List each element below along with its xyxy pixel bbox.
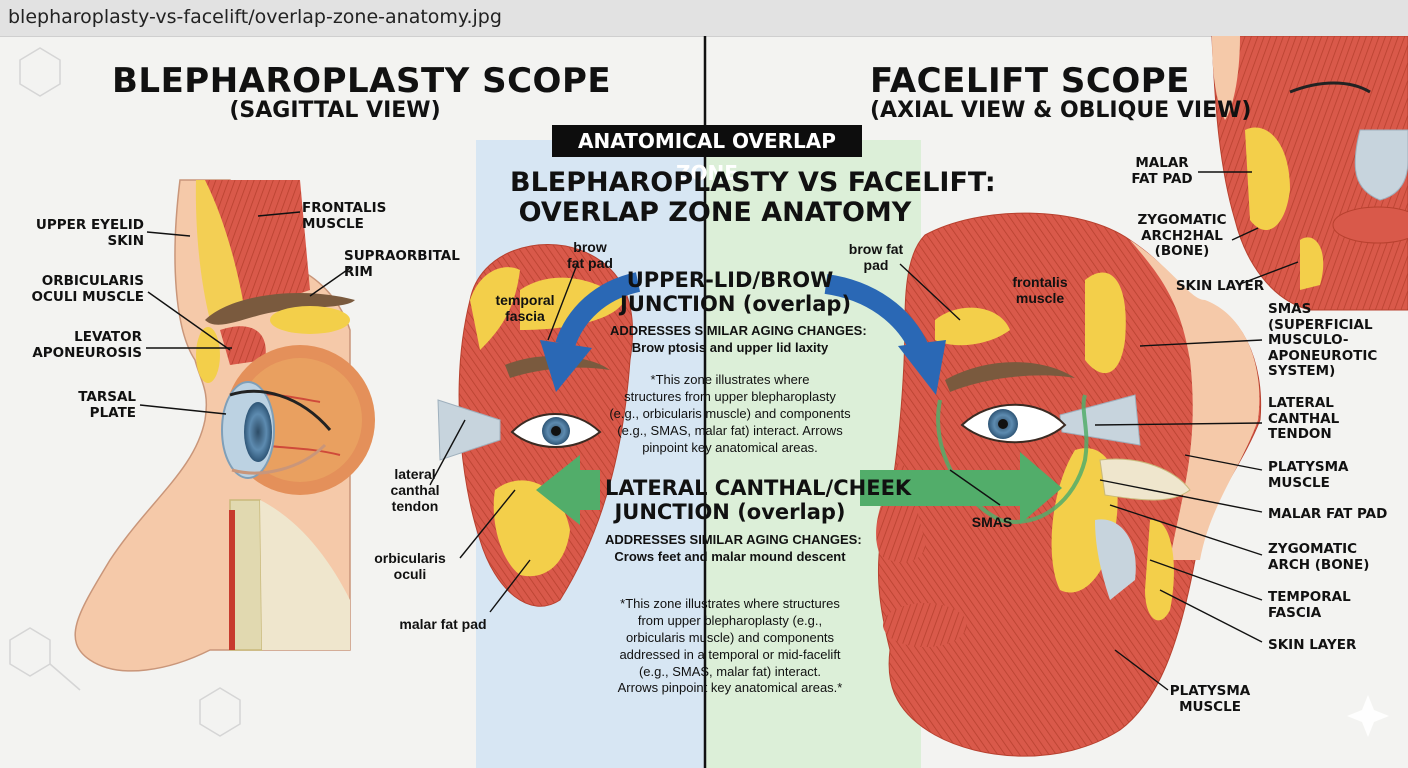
label-orbicularis-oculi-muscle: ORBICULARIS OCULI MUSCLE bbox=[31, 273, 144, 305]
addresses-heading-2: ADDRESSES SIMILAR AGING CHANGES: bbox=[605, 532, 862, 547]
label-smas-description: SMAS (SUPERFICIAL MUSCULO- APONEUROTIC S… bbox=[1268, 301, 1378, 380]
green-arrow-left bbox=[536, 455, 600, 525]
label-smas-face: SMAS bbox=[971, 514, 1013, 530]
left-scope-title: BLEPHAROPLASTY SCOPE bbox=[112, 61, 612, 101]
label-platysma-muscle-1: PLATYSMA MUSCLE bbox=[1268, 459, 1349, 491]
label-zygomatic-arch-top: ZYGOMATIC ARCH2HAL (BONE) bbox=[1137, 212, 1227, 260]
note-2: *This zone illustrates where structures … bbox=[617, 596, 843, 696]
addresses-heading-1: ADDRESSES SIMILAR AGING CHANGES: bbox=[610, 323, 867, 338]
addresses-body-2: Crows feet and malar mound descent bbox=[614, 549, 846, 564]
diagram-art bbox=[9, 36, 1408, 768]
green-zone bbox=[706, 140, 921, 768]
label-frontalis-muscle: FRONTALIS MUSCLE bbox=[302, 200, 387, 232]
molecule-decoration bbox=[9, 47, 241, 737]
sparkle-icon bbox=[1347, 695, 1389, 737]
label-levator-aponeurosis: LEVATOR APONEUROSIS bbox=[32, 329, 142, 361]
junction-upper-lid-brow: UPPER-LID/BROW JUNCTION (overlap) bbox=[620, 268, 852, 317]
label-temporal-fascia-center: temporal fascia bbox=[495, 292, 555, 325]
leader-lines bbox=[139, 171, 1299, 691]
label-brow-fat-pad-left: brow fat pad bbox=[567, 239, 613, 272]
label-lateral-canthal-tendon: LATERAL CANTHAL TENDON bbox=[1268, 395, 1340, 443]
label-lateral-canthal-tendon-center: lateral canthal tendon bbox=[390, 466, 440, 515]
note-1: *This zone illustrates where structures … bbox=[609, 372, 851, 455]
label-upper-eyelid-skin: UPPER EYELID SKIN bbox=[35, 217, 144, 249]
label-brow-fat-pad-right: brow fat pad bbox=[848, 241, 904, 274]
diagram-canvas: BLEPHAROPLASTY SCOPE (SAGITTAL VIEW) FAC… bbox=[0, 36, 1408, 768]
frontal-face-illustration bbox=[1211, 36, 1408, 311]
right-scope-title: FACELIFT SCOPE bbox=[870, 61, 1190, 101]
label-malar-fat-pad-top: MALAR FAT PAD bbox=[1131, 155, 1193, 187]
green-arrow-right bbox=[860, 452, 1062, 524]
window-title: blepharoplasty-vs-facelift/overlap-zone-… bbox=[8, 6, 502, 28]
blue-arrow-left bbox=[540, 272, 641, 392]
label-tarsal-plate: TARSAL PLATE bbox=[78, 389, 136, 421]
label-supraorbital-rim: SUPRAORBITAL RIM bbox=[344, 248, 460, 280]
label-platysma-muscle-2: PLATYSMA MUSCLE bbox=[1169, 683, 1251, 715]
label-skin-layer-top: SKIN LAYER bbox=[1175, 278, 1265, 294]
junction-lateral-canthal-cheek: LATERAL CANTHAL/CHEEK JUNCTION (overlap) bbox=[605, 476, 912, 525]
center-main-title: BLEPHAROPLASTY VS FACELIFT: OVERLAP ZONE… bbox=[510, 167, 996, 228]
label-frontalis-muscle-right: frontalis muscle bbox=[1012, 274, 1068, 307]
label-skin-layer: SKIN LAYER bbox=[1268, 637, 1357, 653]
overlap-zone-badge: ANATOMICAL OVERLAP ZONE bbox=[552, 125, 862, 185]
left-scope-subtitle: (SAGITTAL VIEW) bbox=[229, 98, 441, 123]
label-zygomatic-arch-bone: ZYGOMATIC ARCH (BONE) bbox=[1268, 541, 1370, 573]
right-scope-subtitle: (AXIAL VIEW & OBLIQUE VIEW) bbox=[870, 98, 1252, 123]
window-titlebar: blepharoplasty-vs-facelift/overlap-zone-… bbox=[0, 0, 1408, 37]
center-face-illustration bbox=[437, 243, 634, 607]
label-temporal-fascia: TEMPORAL FASCIA bbox=[1268, 589, 1351, 621]
blue-arrow-right bbox=[824, 274, 946, 395]
label-orbicularis-oculi-center: orbicularis oculi bbox=[374, 550, 446, 583]
sagittal-illustration bbox=[74, 179, 375, 672]
label-malar-fat-pad: MALAR FAT PAD bbox=[1268, 506, 1388, 522]
label-malar-fat-pad-center: malar fat pad bbox=[399, 616, 487, 632]
right-face-illustration bbox=[876, 212, 1262, 757]
addresses-body-1: Brow ptosis and upper lid laxity bbox=[631, 340, 829, 355]
